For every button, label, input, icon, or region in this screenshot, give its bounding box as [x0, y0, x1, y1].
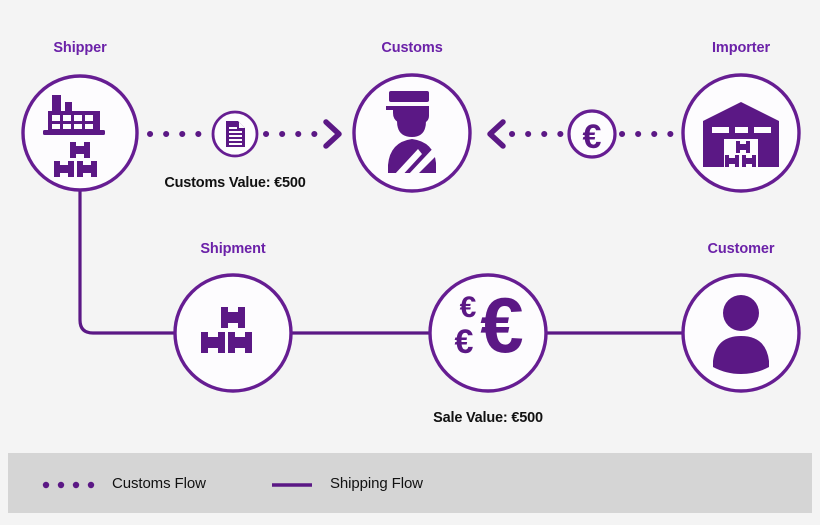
badge-customs-euro[interactable]: €: [567, 109, 617, 159]
legend-label-customs-flow: Customs Flow: [112, 475, 206, 492]
node-label-customer: Customer: [661, 241, 820, 257]
legend-band: [8, 453, 812, 513]
euro-small-glyph-2: €: [455, 323, 474, 361]
legend-shipping-flow-text: Shipping Flow: [330, 475, 423, 492]
node-circle-customer[interactable]: [681, 273, 801, 393]
customs-officer-icon: [386, 91, 443, 179]
node-circle-sale-value[interactable]: [428, 273, 548, 393]
value-label-sale-value: Sale Value: €500: [388, 410, 588, 426]
label-text-customs: Customs: [381, 40, 443, 56]
value-label-customs-value: Customs Value: €500: [135, 175, 335, 191]
boxes-icon: [201, 307, 252, 353]
node-label-shipment: Shipment: [153, 241, 313, 257]
factory-boxes-icon: [43, 95, 105, 177]
badge-circle-euro: [567, 109, 617, 159]
sale-value-text: Sale Value: €500: [433, 410, 543, 426]
flow-shipper-to-shipment: [78, 188, 177, 335]
euro-coin-icon: €: [583, 118, 602, 156]
euro-small-glyph-1: €: [460, 291, 477, 324]
label-text-customer: Customer: [707, 241, 775, 257]
label-text-importer: Importer: [711, 40, 770, 56]
label-text-shipper: Shipper: [53, 40, 107, 56]
legend-customs-flow-text: Customs Flow: [112, 475, 206, 492]
node-label-importer: Importer: [661, 40, 820, 56]
customs-value-text: Customs Value: €500: [164, 175, 306, 191]
arrow-right-icon: [323, 119, 342, 149]
shipping-flow-lines: [78, 188, 685, 335]
flow-arrowheads: [323, 119, 506, 149]
legend-dot-4: [87, 481, 95, 489]
legend-dot-3: [72, 481, 80, 489]
document-icon: [226, 121, 245, 147]
legend-label-shipping-flow: Shipping Flow: [330, 475, 423, 492]
label-text-shipment: Shipment: [200, 241, 266, 257]
badge-customs-document[interactable]: [211, 110, 259, 158]
node-label-shipper: Shipper: [0, 40, 160, 56]
person-icon: [713, 295, 769, 374]
legend-customs-flow-marker: [42, 481, 95, 489]
legend-dot-1: [42, 481, 50, 489]
legend-dot-2: [57, 481, 65, 489]
warehouse-icon: [703, 102, 779, 167]
euro-money-icon: € € €: [455, 281, 524, 369]
node-label-customs: Customs: [332, 40, 492, 56]
euro-large-glyph: €: [480, 281, 523, 369]
arrow-left-icon: [487, 119, 506, 149]
